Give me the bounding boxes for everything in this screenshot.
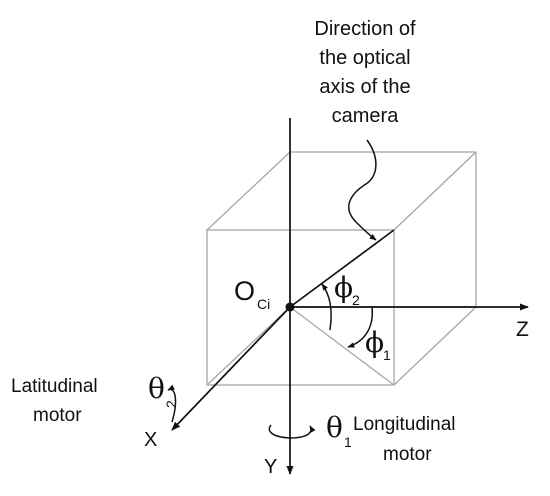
longitudinal-label-line1: Longitudinal <box>353 414 455 435</box>
phi1-arc <box>347 306 374 348</box>
direction-label-line3: axis of the <box>319 76 410 98</box>
theta1-symbol: θ <box>326 411 343 444</box>
latitudinal-label-line2: motor <box>33 405 82 426</box>
phi2-symbol: ϕ <box>334 271 353 304</box>
direction-label-line2: the optical <box>319 47 410 69</box>
z-axis-label: Z <box>516 318 529 341</box>
axes <box>171 118 529 475</box>
theta2-subscript: 2 <box>163 400 179 408</box>
longitudinal-label-line2: motor <box>383 444 432 465</box>
latitudinal-label-line1: Latitudinal <box>11 376 98 397</box>
direction-label-line4: camera <box>332 105 400 127</box>
theta1-rotation-arrow <box>268 424 316 439</box>
phi2-subscript: 2 <box>352 292 360 308</box>
cube-edge-bottom-right <box>393 306 477 386</box>
direction-pointer-arrow <box>348 139 377 241</box>
phi1-subscript: 1 <box>383 347 391 363</box>
origin-subscript: Ci <box>257 296 270 312</box>
theta2-symbol: θ <box>148 372 165 405</box>
theta2-rotation-arrow <box>167 384 177 423</box>
x-axis <box>171 306 291 431</box>
direction-label-line1: Direction of <box>314 18 416 40</box>
x-axis-label: X <box>144 429 157 451</box>
optical-axis <box>289 229 395 308</box>
phi2-arc <box>321 283 332 331</box>
origin-label: O <box>234 276 255 306</box>
theta1-subscript: 1 <box>344 434 352 450</box>
phi1-symbol: ϕ <box>365 326 384 359</box>
origin-point <box>285 302 295 312</box>
cube-edge-top-left <box>206 151 291 231</box>
angle-arcs <box>167 283 374 439</box>
cube-edge-top-right <box>393 151 477 231</box>
cube-edge-bottom-left <box>206 306 291 386</box>
projection-line <box>289 306 395 386</box>
y-axis-label: Y <box>264 456 277 478</box>
labels: Direction of the optical axis of the cam… <box>11 18 529 478</box>
